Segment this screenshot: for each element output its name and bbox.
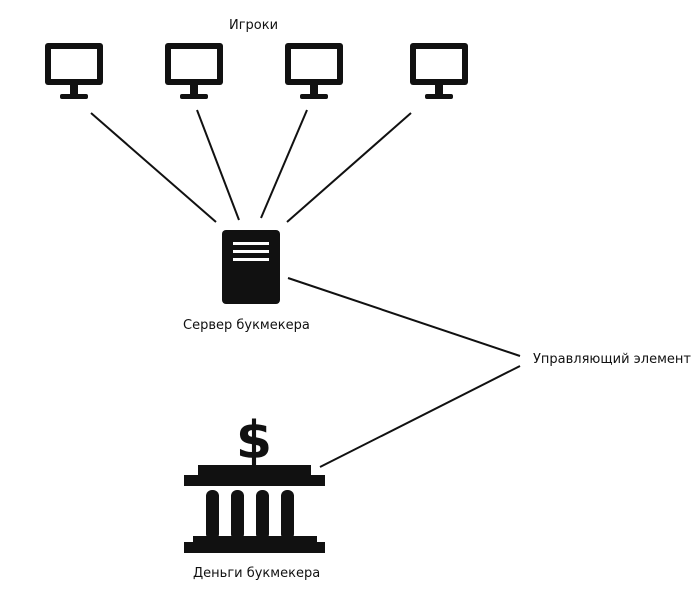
money-label: Деньги букмекера xyxy=(193,566,321,581)
monitor-icon xyxy=(285,43,343,99)
line-player3-server xyxy=(260,109,308,219)
monitor-icon xyxy=(410,43,468,99)
line-player4-server xyxy=(286,112,412,223)
dollar-icon: $ xyxy=(236,411,272,471)
monitor-icon xyxy=(165,43,223,99)
control-element-label: Управляющий элемент xyxy=(533,352,691,367)
server-label: Сервер букмекера xyxy=(183,318,310,333)
line-player1-server xyxy=(90,112,217,223)
connections xyxy=(90,109,521,468)
line-server-control xyxy=(287,277,521,357)
line-player2-server xyxy=(196,109,240,221)
players-label: Игроки xyxy=(229,18,279,33)
server-icon xyxy=(222,230,280,304)
monitor-icon xyxy=(45,43,103,99)
line-control-bank xyxy=(319,365,521,468)
bank-icon: $ xyxy=(184,411,325,553)
